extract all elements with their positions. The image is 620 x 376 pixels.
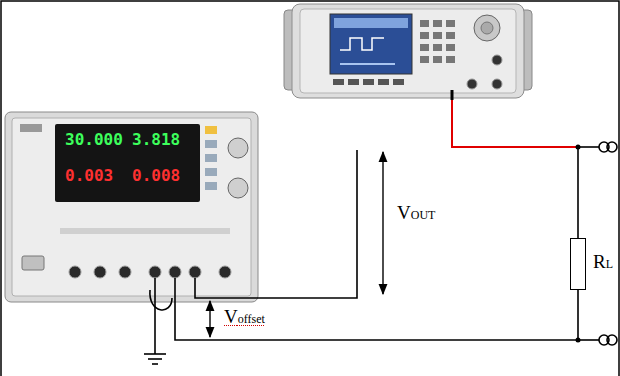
function-generator-part <box>333 79 344 85</box>
function-generator-part <box>420 56 429 63</box>
output-terminals-part <box>94 266 106 278</box>
wires-part <box>195 150 357 298</box>
function-generator-part <box>492 55 502 65</box>
output-terminals-part <box>69 266 81 278</box>
function-generator-part <box>492 79 502 89</box>
function-generator-part <box>330 14 412 74</box>
wires-part <box>174 278 176 306</box>
current-readout: 0.008 <box>132 168 180 184</box>
current-readout: 0.003 <box>65 168 113 184</box>
voltage-arrows <box>210 152 383 337</box>
power-supply-body-part <box>228 178 248 198</box>
function-generator-part <box>481 22 493 34</box>
function-generator-part <box>378 79 389 85</box>
voltage-readout: 30.000 <box>65 132 123 148</box>
function-generator <box>284 4 532 98</box>
function-generator-part <box>446 32 455 39</box>
wires-part <box>452 100 578 147</box>
output-terminals-part <box>189 266 201 278</box>
function-generator-part <box>474 15 500 41</box>
power-supply-body-part <box>228 138 248 158</box>
function-generator-part <box>467 79 477 89</box>
power-supply-body-part <box>205 140 217 148</box>
function-generator-part <box>340 38 384 50</box>
function-generator-part <box>420 32 429 39</box>
function-generator-part <box>300 9 516 93</box>
power-supply-body-part <box>205 154 217 162</box>
voltage-arrows-part <box>382 152 383 294</box>
function-generator-part <box>433 56 442 63</box>
wires-part <box>577 147 579 238</box>
power-supply-body-part <box>205 168 217 176</box>
function-generator-part <box>393 79 404 85</box>
power-supply-body <box>5 112 258 302</box>
power-supply-body-part <box>205 126 217 134</box>
function-generator-part <box>420 20 429 27</box>
function-generator-part <box>292 4 524 98</box>
connecting-wire <box>175 290 578 340</box>
ground-symbol-part <box>152 363 158 365</box>
function-generator-part <box>446 44 455 51</box>
function-generator-part <box>433 20 442 27</box>
voltage-label: Voffset <box>224 306 265 329</box>
ground-symbol-part <box>144 353 166 355</box>
function-generator-part <box>334 18 408 28</box>
load-resistor: RL <box>570 238 586 290</box>
function-generator-part <box>420 44 429 51</box>
wires-part <box>150 290 172 310</box>
power-supply-body-part <box>22 256 44 270</box>
junction-dots-part <box>576 145 581 150</box>
voltage-label: VOUT <box>397 202 435 225</box>
ground-symbol-part <box>148 358 162 360</box>
power-supply-body-part <box>60 228 230 234</box>
power-supply-body-part <box>12 118 251 296</box>
function-generator-part <box>433 32 442 39</box>
power-supply-body-part <box>205 182 217 190</box>
resistor-label: RL <box>593 251 613 274</box>
function-generator-part <box>340 63 395 65</box>
power-supply-body-part <box>5 112 258 302</box>
function-generator-part <box>363 79 374 85</box>
power-supply: 30.000 3.818 0.003 0.008 <box>5 110 260 306</box>
power-supply-body-part <box>20 124 42 132</box>
voltage-arrows-part <box>209 301 210 337</box>
terminal-symbol-part <box>607 335 617 345</box>
output-terminals-part <box>149 266 161 278</box>
terminal-symbol <box>599 142 617 345</box>
ground-symbol <box>144 354 166 364</box>
output-terminals-part <box>119 266 131 278</box>
wires-part <box>578 339 599 341</box>
output-terminals-part <box>219 266 231 278</box>
function-generator-part <box>446 20 455 27</box>
function-generator-part <box>446 56 455 63</box>
output-terminals-part <box>169 266 181 278</box>
function-generator-part <box>433 44 442 51</box>
terminal-symbol-part <box>607 142 617 152</box>
power-supply-body-part <box>55 124 200 202</box>
output-terminals <box>69 266 231 278</box>
wires <box>150 90 599 354</box>
voltage-readout: 3.818 <box>132 132 180 148</box>
wires-part <box>451 90 454 100</box>
function-generator-part <box>348 79 359 85</box>
wires-part <box>154 278 156 354</box>
wires-part <box>578 146 599 148</box>
